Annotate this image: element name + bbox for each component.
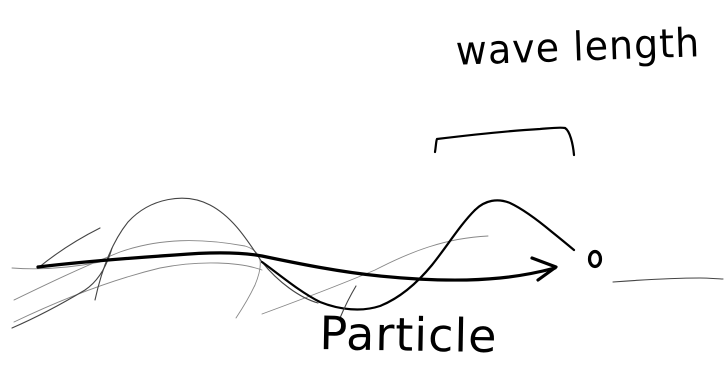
wavelength-bracket (435, 128, 574, 155)
wave-hump-1 (95, 198, 318, 303)
travel-line (38, 253, 555, 280)
faint-wave-2 (14, 263, 262, 322)
particle-label: Particle (319, 306, 498, 363)
right-line (613, 278, 723, 282)
wave-hump-2 (475, 200, 574, 250)
arrow-head (532, 258, 556, 280)
wave-trough (262, 210, 475, 309)
particle-dot (590, 252, 601, 267)
wavelength-label: wave length (455, 19, 701, 74)
